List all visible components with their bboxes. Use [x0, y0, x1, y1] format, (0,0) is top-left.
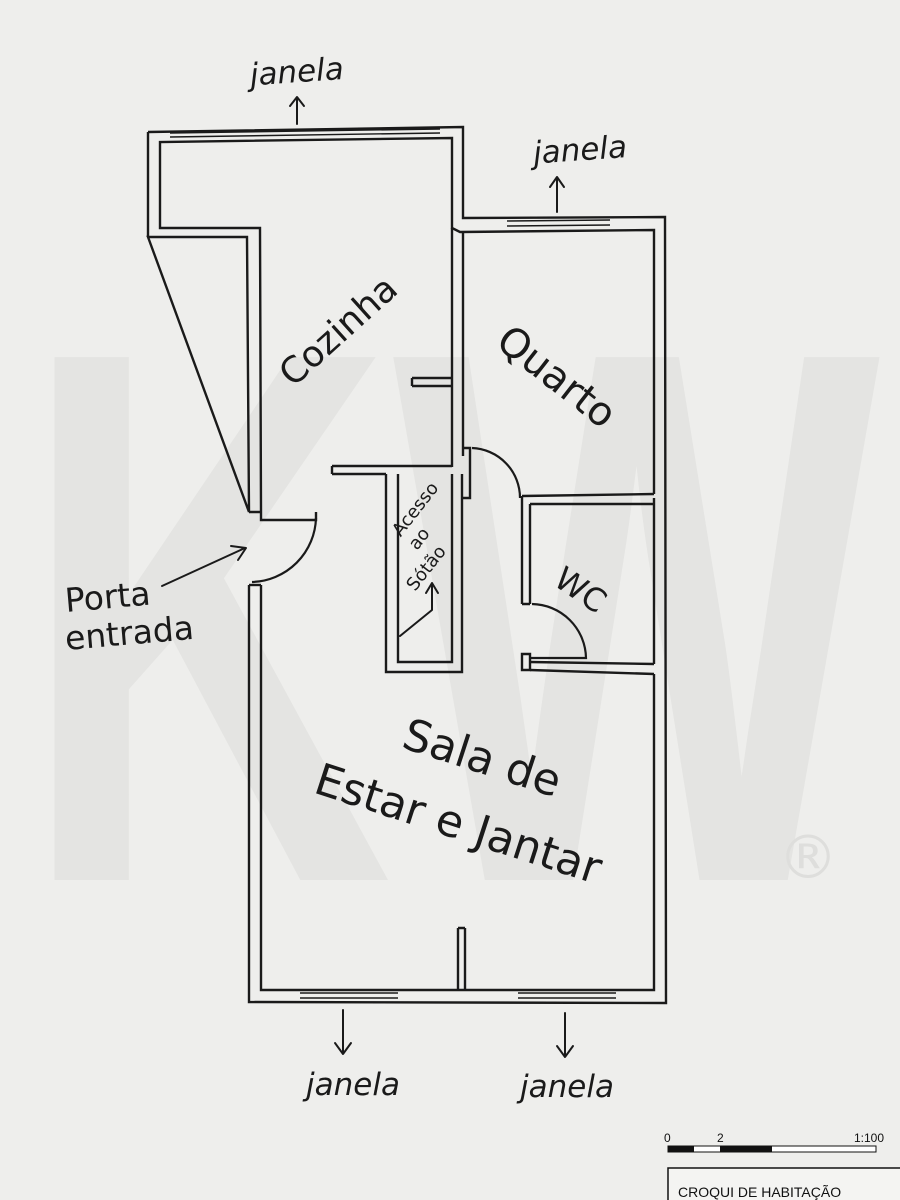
wc-door-swing: [530, 602, 588, 660]
window-kitchen: [169, 128, 441, 138]
scale-bar-seg-2: [720, 1146, 772, 1152]
label-porta: Porta: [63, 574, 152, 620]
window-living-right: [518, 992, 616, 999]
watermark-registered-mark: ®: [778, 823, 838, 893]
wc-bottom-wall: [529, 660, 655, 676]
entrance-jamb-top: [249, 510, 318, 522]
entrance-door-swing: [251, 517, 318, 584]
door-swings: [251, 446, 588, 660]
arrow-janela-top-icon: [289, 96, 305, 125]
hall-door-swing: [471, 446, 522, 499]
arrow-janela-bottom-right-icon: [556, 1012, 574, 1058]
label-janela-right: janela: [528, 129, 628, 172]
label-janela-bottom-left: janela: [302, 1067, 400, 1103]
window-bedroom: [506, 219, 611, 227]
title-block-frame: [667, 1167, 900, 1200]
arrow-janela-right-icon: [549, 176, 565, 213]
scale-bar: 0 2 1:100: [664, 1131, 884, 1153]
arrows: [161, 96, 574, 1058]
windows: [169, 128, 616, 999]
scale-tick-0: 0: [664, 1131, 671, 1145]
label-janela-top: janela: [245, 51, 345, 94]
title-block: CROQUI DE HABITAÇÃO: [667, 1167, 900, 1200]
outer-wall: [146, 125, 668, 1005]
scale-ratio: 1:100: [854, 1131, 884, 1145]
kitchen-bedroom-wall: [450, 228, 465, 467]
arrow-sotao-icon: [399, 582, 439, 637]
living-room-stub: [456, 926, 467, 990]
kitchen-stub-wall: [410, 376, 452, 388]
arrow-porta-entrada-icon: [161, 545, 247, 587]
label-janela-bottom-right: janela: [516, 1069, 614, 1105]
scale-tick-2: 2: [717, 1131, 724, 1145]
scale-bar-seg-1: [668, 1146, 694, 1152]
hall-door-jamb: [463, 446, 472, 500]
bedroom-bottom-wall: [521, 492, 655, 506]
sotao-left-wall: [384, 474, 464, 674]
title-block-title: CROQUI DE HABITAÇÃO: [678, 1184, 841, 1200]
sotao-top-wall: [330, 464, 452, 476]
window-living-left: [300, 992, 398, 999]
wc-left-wall: [520, 496, 532, 606]
arrow-janela-bottom-left-icon: [334, 1009, 352, 1055]
sotao-right-stub: [450, 474, 464, 518]
walls: [146, 125, 668, 1005]
